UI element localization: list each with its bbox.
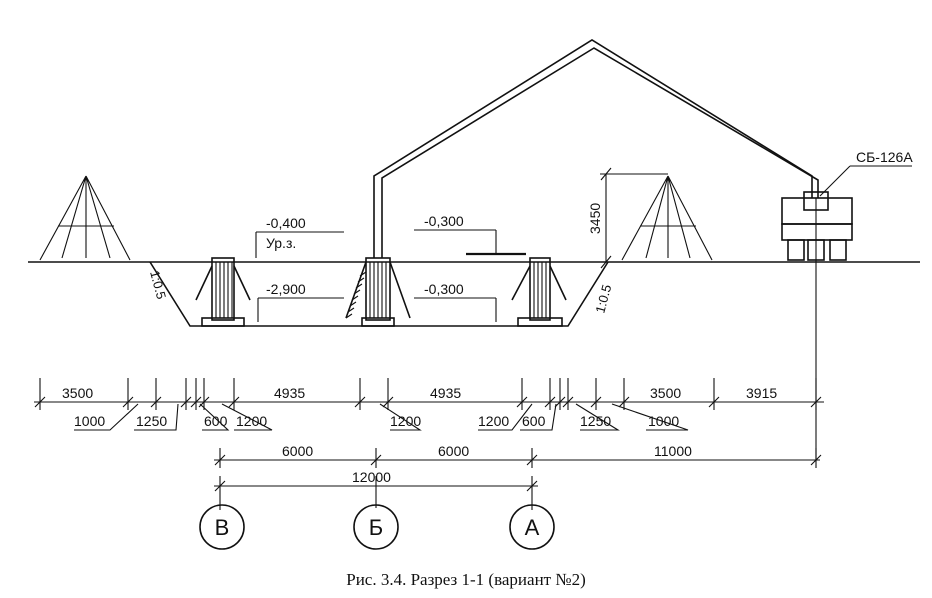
elev-ground: -0,400 <box>266 215 306 231</box>
elev-right-bottom: -0,300 <box>424 281 464 297</box>
foundation-right <box>511 257 567 327</box>
dim-600-right: 600 <box>522 413 546 429</box>
axis-B-label: Б <box>369 515 383 540</box>
axis-A-label: А <box>525 515 540 540</box>
axis-V: В <box>199 504 245 550</box>
left-tripod <box>39 175 131 261</box>
pump-label: СБ-126А <box>856 149 913 165</box>
slope-left: 1:0.5 <box>147 269 169 301</box>
height-label: 3450 <box>587 203 603 234</box>
dim-1200-a: 1200 <box>236 413 267 429</box>
right-tripod <box>621 175 713 261</box>
dim-3915: 3915 <box>746 385 777 401</box>
dim-4935-right: 4935 <box>430 385 461 401</box>
elev-right-bottom-group: -0,300 <box>414 281 497 322</box>
pump-boom <box>373 39 819 258</box>
dim-row1 <box>34 378 824 410</box>
dim-1000-right: 1000 <box>648 413 679 429</box>
foundation-left <box>195 257 251 327</box>
dim-6000-left: 6000 <box>282 443 313 459</box>
dim-12000: 12000 <box>352 469 391 485</box>
figure-caption: Рис. 3.4. Разрез 1-1 (вариант №2) <box>346 570 586 589</box>
height-dimension: 3450 <box>587 167 668 269</box>
pump-truck <box>781 165 912 460</box>
dim-1250-right: 1250 <box>580 413 611 429</box>
dim-row3 <box>214 476 538 510</box>
dim-row2 <box>214 448 822 468</box>
foundation-center <box>345 257 411 327</box>
axis-A: А <box>509 504 555 550</box>
elev-pit-left: -2,900 <box>266 281 306 297</box>
dim-6000-right: 6000 <box>438 443 469 459</box>
elev-right-top: -0,300 <box>424 213 464 229</box>
axis-V-label: В <box>215 515 230 540</box>
dim-600-left: 600 <box>204 413 228 429</box>
excavation-pit <box>149 261 609 327</box>
slope-right: 1:0.5 <box>592 283 614 315</box>
dim-4935-left: 4935 <box>274 385 305 401</box>
axis-B: Б <box>353 504 399 550</box>
dim-1250-left: 1250 <box>136 413 167 429</box>
dim-1200-c: 1200 <box>478 413 509 429</box>
dim-3500-right: 3500 <box>650 385 681 401</box>
elev-pit-group: -2,900 <box>257 281 344 322</box>
elev-right-top-group: -0,300 <box>414 213 526 256</box>
dim-1200-b: 1200 <box>390 413 421 429</box>
dim-row1-leaders <box>74 403 689 431</box>
elev-ground-group: -0,400 Ур.з. <box>255 215 344 258</box>
ground-level-label: Ур.з. <box>266 235 296 251</box>
dim-1000-left: 1000 <box>74 413 105 429</box>
dim-11000: 11000 <box>654 443 692 459</box>
dim-3500-left: 3500 <box>62 385 93 401</box>
